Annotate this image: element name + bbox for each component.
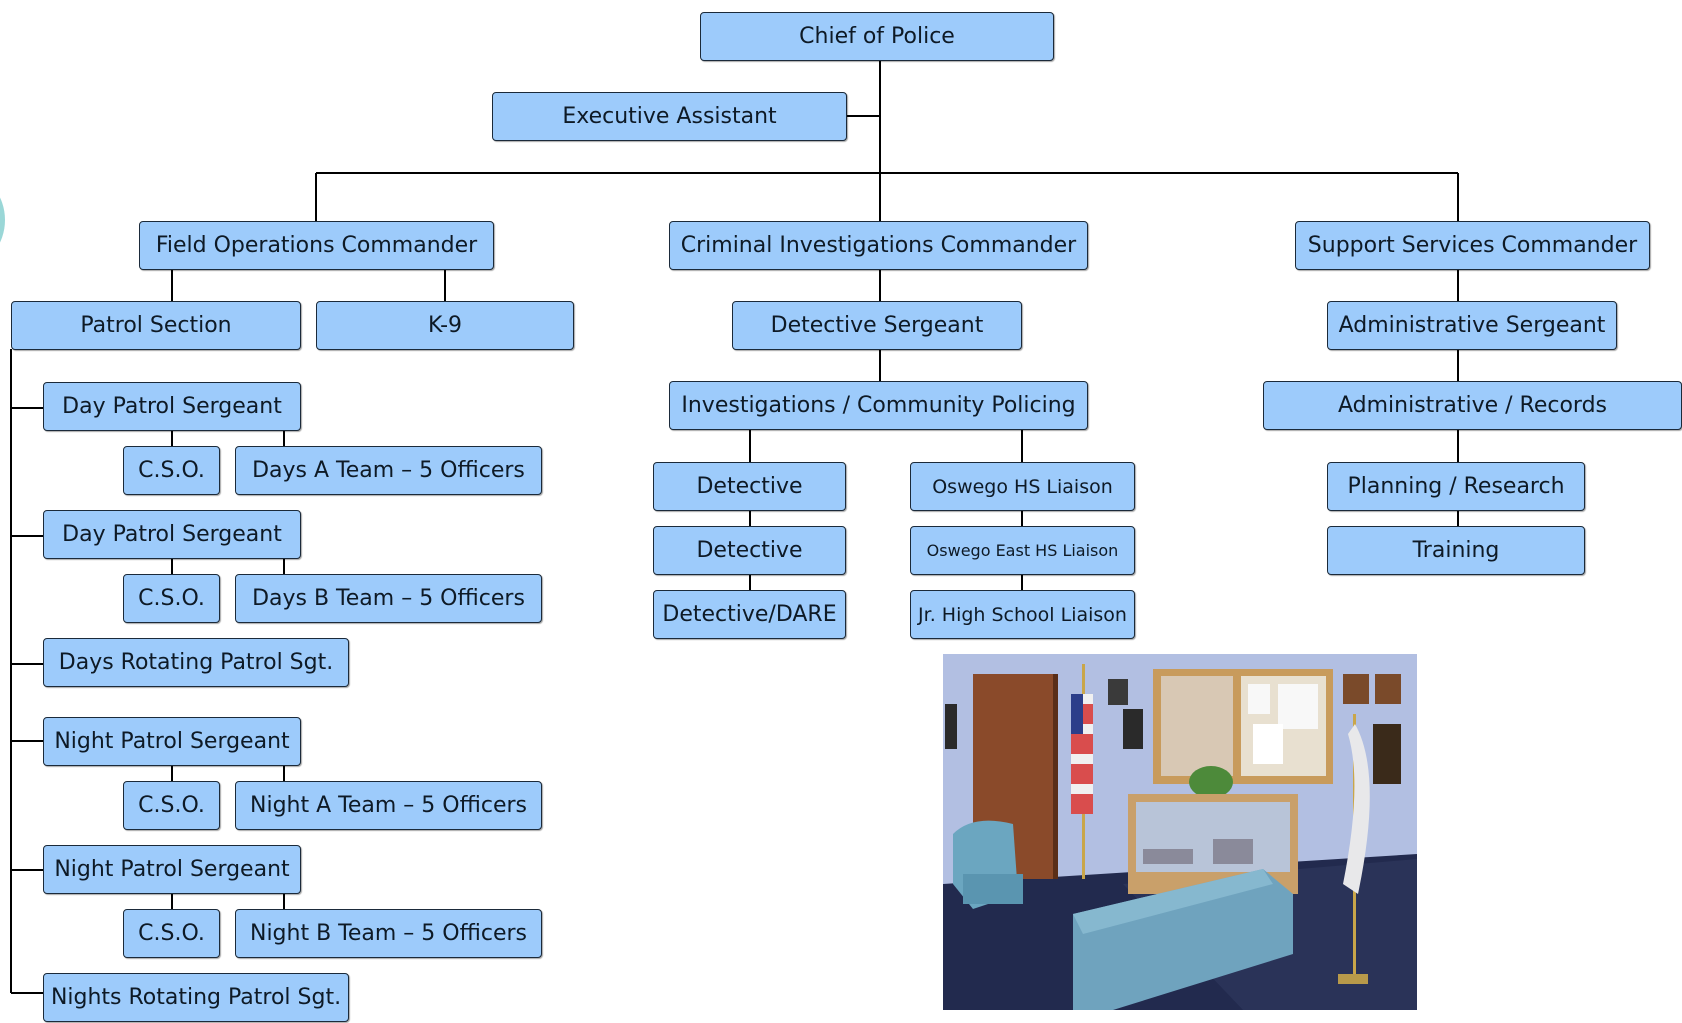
investigations-community-policing-box: Investigations / Community Policing: [669, 381, 1088, 430]
oswego-hs-liaison-box: Oswego HS Liaison: [910, 462, 1135, 511]
administrative-sergeant-box: Administrative Sergeant: [1327, 301, 1617, 350]
days-a-team-box: Days A Team – 5 Officers: [235, 446, 542, 495]
day-patrol-sergeant-box: Day Patrol Sergeant: [43, 510, 301, 559]
chief-of-police-box: Chief of Police: [700, 12, 1054, 61]
cso-box: C.S.O.: [123, 574, 220, 623]
detective-box: Detective: [653, 526, 846, 575]
field-operations-commander-box: Field Operations Commander: [139, 221, 494, 270]
planning-research-box: Planning / Research: [1327, 462, 1585, 511]
detective-dare-box: Detective/DARE: [653, 590, 846, 639]
jr-high-school-liaison-box: Jr. High School Liaison: [910, 590, 1135, 639]
night-patrol-sergeant-box: Night Patrol Sergeant: [43, 845, 301, 894]
police-lobby-photo: [943, 654, 1417, 1010]
patrol-section-box: Patrol Section: [11, 301, 301, 350]
executive-assistant-box: Executive Assistant: [492, 92, 847, 141]
cso-box: C.S.O.: [123, 781, 220, 830]
night-b-team-box: Night B Team – 5 Officers: [235, 909, 542, 958]
administrative-records-box: Administrative / Records: [1263, 381, 1682, 430]
cso-box: C.S.O.: [123, 446, 220, 495]
criminal-investigations-commander-box: Criminal Investigations Commander: [669, 221, 1088, 270]
training-box: Training: [1327, 526, 1585, 575]
oswego-east-hs-liaison-box: Oswego East HS Liaison: [910, 526, 1135, 575]
detective-box: Detective: [653, 462, 846, 511]
night-patrol-sergeant-box: Night Patrol Sergeant: [43, 717, 301, 766]
detective-sergeant-box: Detective Sergeant: [732, 301, 1022, 350]
days-b-team-box: Days B Team – 5 Officers: [235, 574, 542, 623]
night-a-team-box: Night A Team – 5 Officers: [235, 781, 542, 830]
nights-rotating-patrol-sgt-box: Nights Rotating Patrol Sgt.: [43, 973, 349, 1022]
cso-box: C.S.O.: [123, 909, 220, 958]
support-services-commander-box: Support Services Commander: [1295, 221, 1650, 270]
decorative-arc: [0, 175, 5, 265]
days-rotating-patrol-sgt-box: Days Rotating Patrol Sgt.: [43, 638, 349, 687]
day-patrol-sergeant-box: Day Patrol Sergeant: [43, 382, 301, 431]
k9-box: K-9: [316, 301, 574, 350]
